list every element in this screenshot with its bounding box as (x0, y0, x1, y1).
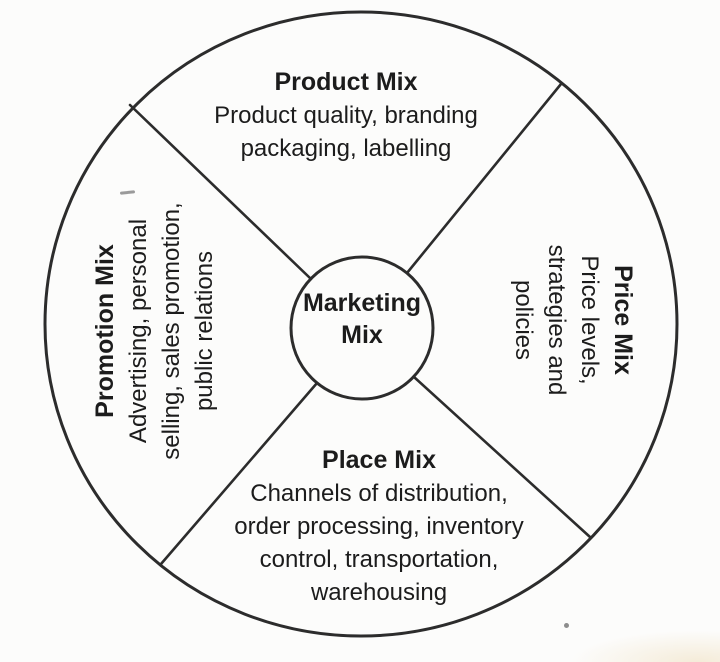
divider-line-top-left (128, 103, 313, 281)
segment-product-title: Product Mix (274, 68, 418, 96)
segment-price-title: Price Mix (609, 265, 637, 375)
inner-circle (289, 255, 435, 401)
segment-product: Product Mix Product quality, branding pa… (136, 66, 556, 165)
segment-promotion-title: Promotion Mix (91, 244, 119, 418)
segment-promotion: Promotion Mix Advertising, personal sell… (89, 166, 227, 496)
segment-place: Place Mix Channels of distribution, orde… (159, 444, 599, 609)
divider-line-top-right (405, 82, 563, 275)
segment-product-body: Product quality, branding packaging, lab… (214, 102, 478, 162)
scan-artifact-smudge (570, 630, 720, 662)
segment-price-body: Price levels, strategies and policies (510, 244, 603, 396)
center-label: Marketing Mix (302, 289, 422, 349)
segment-promotion-body: Advertising, personal selling, sales pro… (125, 202, 218, 460)
segment-place-body: Channels of distribution, order processi… (234, 480, 524, 606)
segment-place-title: Place Mix (322, 446, 436, 474)
segment-price: Price Mix Price levels, strategies and p… (501, 155, 639, 485)
outer-circle (43, 10, 679, 638)
divider-line-bottom-left (159, 381, 319, 566)
divider-line-bottom-right (412, 375, 592, 539)
scan-artifact-speck (564, 623, 569, 628)
